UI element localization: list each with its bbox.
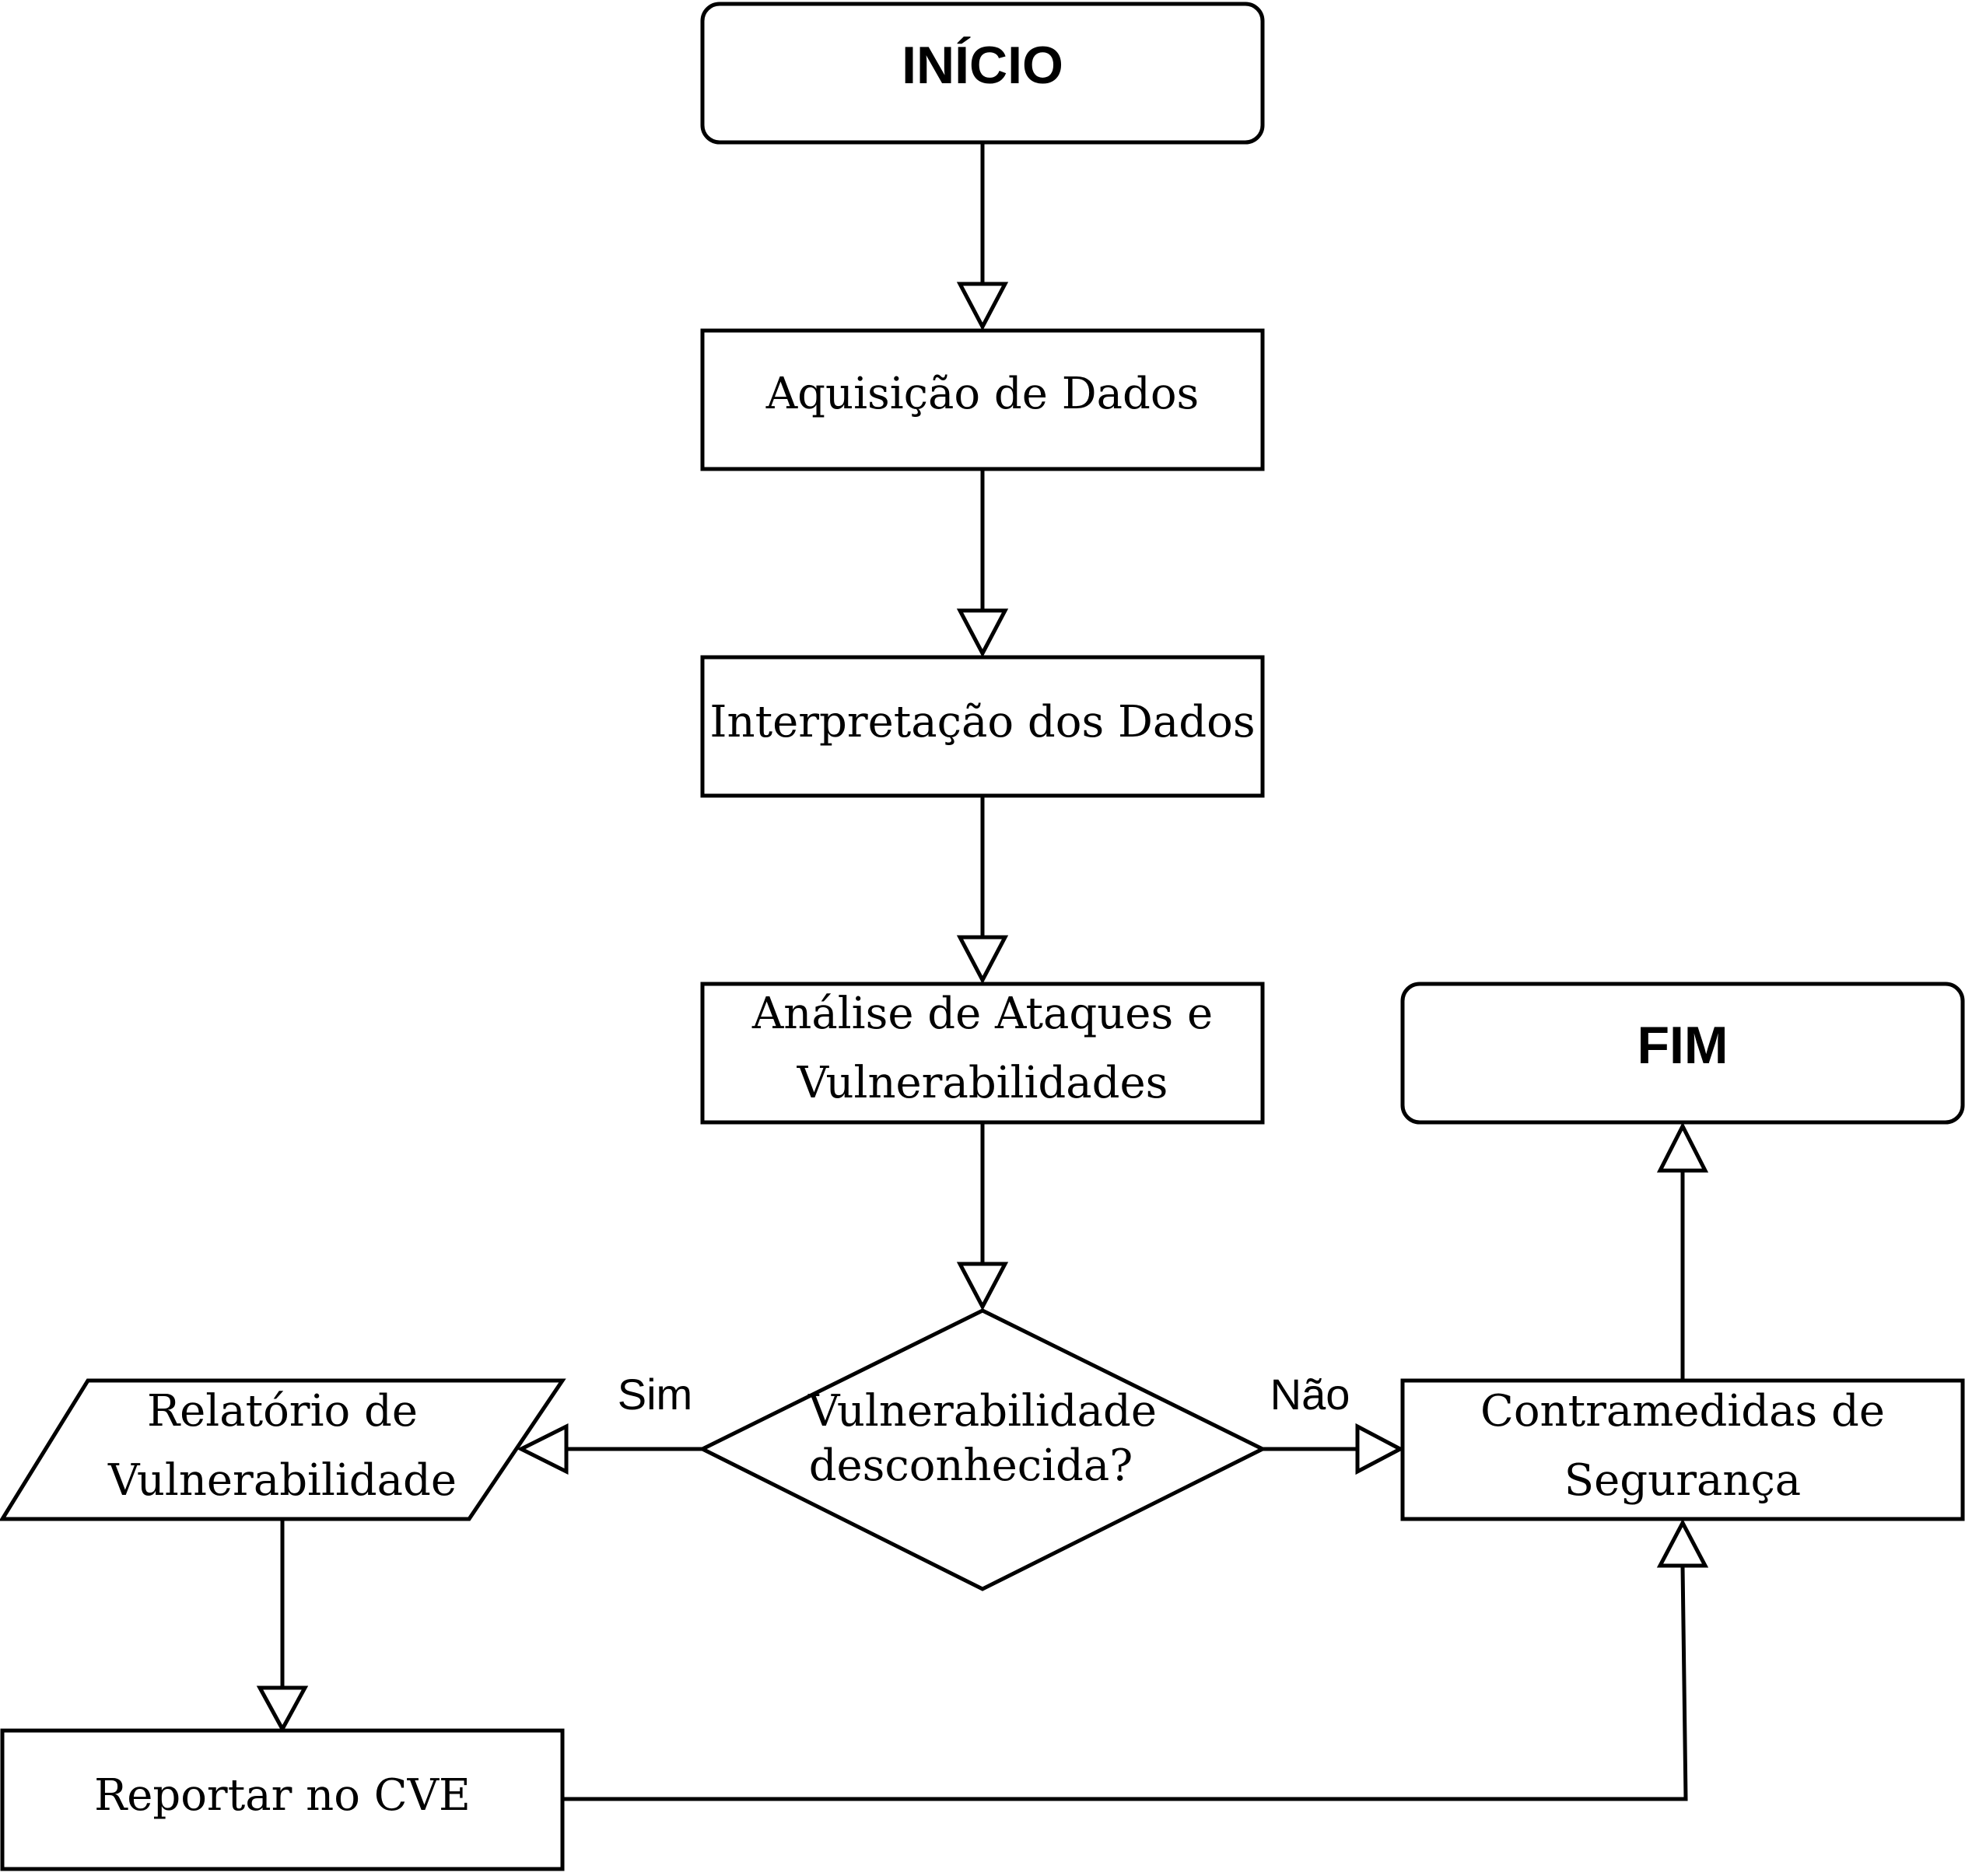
label-relatorio-line1: Relatório de (147, 1386, 418, 1437)
label-relatorio-line2: Vulnerabilidade (107, 1455, 457, 1506)
label-analise-line2: Vulnerabilidades (797, 1058, 1168, 1108)
label-fim: FIM (1637, 1016, 1728, 1075)
node-reportar (0, 1728, 565, 1871)
node-relatorio (0, 1378, 566, 1521)
arrowhead-down-icon (956, 1262, 1009, 1311)
node-contramedidas (1400, 1378, 1965, 1521)
arrowhead-left-icon (517, 1423, 569, 1475)
node-fim (1400, 982, 1965, 1125)
arrowhead-down-icon (956, 608, 1009, 658)
node-interpretacao (700, 655, 1265, 798)
label-analise-line1: Análise de Ataques e (751, 989, 1213, 1039)
arrowhead-down-icon (256, 1685, 309, 1734)
arrowhead-up-icon (1656, 1122, 1709, 1173)
label-contramedidas-line2: Segurança (1564, 1455, 1801, 1506)
node-decisao (698, 1308, 1267, 1591)
arrowhead-right-icon (1355, 1423, 1405, 1475)
label-contramedidas-line1: Contramedidas de (1480, 1386, 1885, 1437)
label-decisao-line2: desconhecida? (809, 1440, 1133, 1491)
node-analise (700, 982, 1265, 1125)
edge-reportar-contramedidas (562, 1565, 1688, 1801)
label-reportar: Reportar no CVE (94, 1770, 471, 1821)
node-aquisicao (700, 328, 1265, 471)
label-decisao-line1: Vulnerabilidade (807, 1386, 1157, 1437)
edge-label-sim: Sim (618, 1370, 692, 1419)
arrowhead-up-icon (1656, 1518, 1709, 1568)
arrowhead-down-icon (956, 935, 1009, 985)
node-inicio (700, 2, 1265, 145)
arrowhead-down-icon (956, 282, 1009, 331)
label-interpretacao: Interpretação dos Dados (709, 697, 1255, 747)
label-aquisicao: Aquisição de Dados (765, 369, 1200, 419)
label-inicio: INÍCIO (902, 36, 1063, 95)
edge-label-nao: Não (1270, 1370, 1350, 1419)
